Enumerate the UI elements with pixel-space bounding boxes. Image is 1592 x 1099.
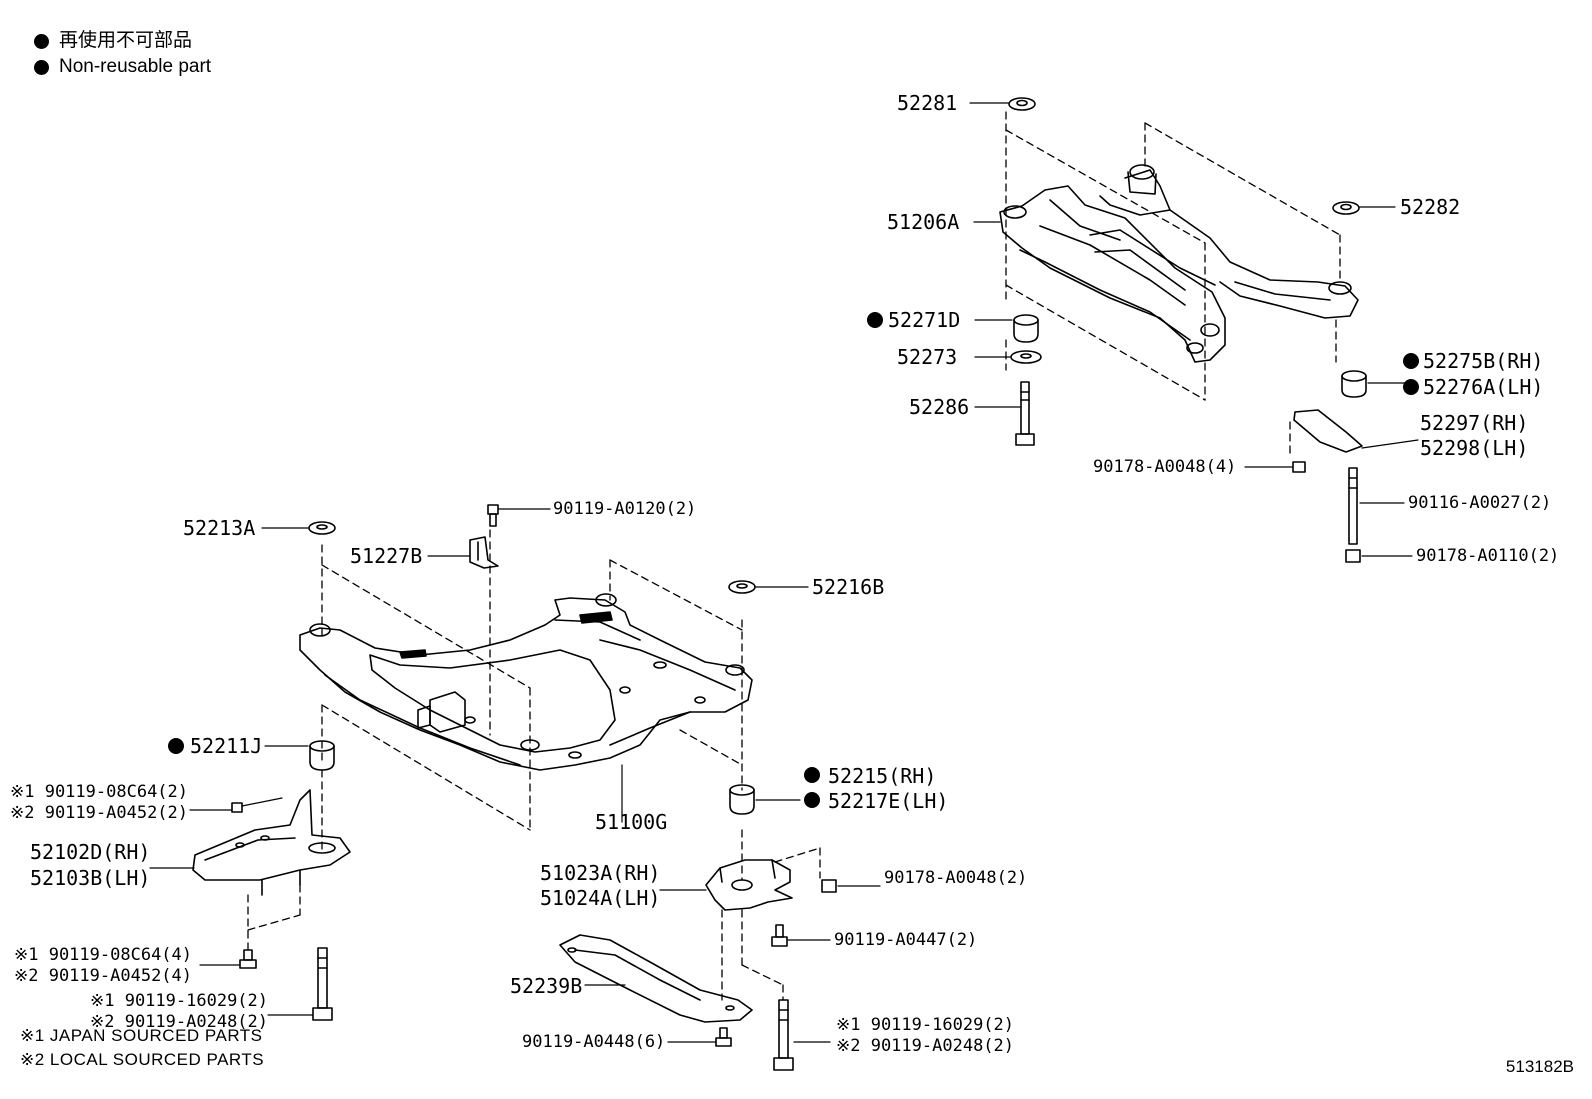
bolt-90119-08C64-4-icon	[239, 949, 257, 969]
bolt-90119-A0120-icon	[487, 504, 499, 527]
part-label-52297: 52297(RH)	[1420, 411, 1528, 435]
non-reusable-dot-icon	[804, 767, 820, 783]
part-label-90119-A0248-left: ※2 90119-A0248(2)	[90, 1012, 268, 1032]
non-reusable-dot-icon	[1403, 353, 1419, 369]
stud-90116-icon	[1348, 467, 1358, 545]
part-label-52276A: 52276A(LH)	[1423, 375, 1543, 399]
bracket-51227B-icon	[469, 536, 499, 569]
cushion-52271D-icon	[1013, 314, 1039, 343]
washer-52281-icon	[1008, 97, 1036, 111]
part-label-51024A: 51024A(LH)	[540, 886, 660, 910]
part-label-51206A: 51206A	[887, 210, 959, 234]
legend-row-english: Non-reusable part	[34, 54, 211, 80]
diagram-reference-code: 513182B	[1505, 1057, 1574, 1076]
bolt-90119-08C64-icon	[231, 802, 243, 813]
part-label-90119-A0452-2: ※2 90119-A0452(2)	[10, 803, 188, 823]
part-label-52273: 52273	[897, 345, 957, 369]
cushion-52211J-icon	[309, 740, 335, 771]
part-label-90178-A0048-2: 90178-A0048(2)	[884, 868, 1027, 888]
bolt-90119-16029-right-icon	[773, 999, 794, 1071]
bolt-90119-A0448-icon	[715, 1027, 732, 1047]
footnote-local-sourced: ※2 LOCAL SOURCED PARTS	[20, 1050, 265, 1069]
washer-52213A-icon	[308, 521, 336, 535]
part-label-90119-A0448: 90119-A0448(6)	[522, 1032, 665, 1052]
washer-52282-icon	[1332, 201, 1360, 215]
bolt-90119-A0447-icon	[771, 924, 788, 947]
nut-90178-A0048-icon	[1292, 461, 1306, 473]
part-label-51023A: 51023A(RH)	[540, 861, 660, 885]
rear-crossmember-51206A	[999, 111, 1359, 456]
part-label-52282: 52282	[1400, 195, 1460, 219]
front-crossmember-51100G	[299, 529, 753, 881]
cushion-52275B-icon	[1341, 370, 1367, 398]
part-label-52217E: 52217E(LH)	[828, 789, 948, 813]
non-reusable-dot-icon	[168, 738, 184, 754]
cushion-52215-icon	[729, 784, 755, 815]
footnote-japan-sourced: ※1 JAPAN SOURCED PARTS	[20, 1026, 263, 1045]
part-label-90119-08C64-2: ※1 90119-08C64(2)	[10, 782, 188, 802]
part-label-90116-A0027: 90116-A0027(2)	[1408, 493, 1551, 513]
part-label-51100G: 51100G	[595, 810, 667, 834]
part-label-52102D: 52102D(RH)	[30, 840, 150, 864]
part-label-51227B: 51227B	[350, 544, 422, 568]
part-label-52103B: 52103B(LH)	[30, 866, 150, 890]
part-label-52281: 52281	[897, 91, 957, 115]
part-label-52215: 52215(RH)	[828, 764, 936, 788]
part-label-52211J: 52211J	[190, 734, 262, 758]
part-label-90178-A0048-4: 90178-A0048(4)	[1093, 457, 1236, 477]
bolt-90119-16029-left-icon	[312, 947, 333, 1021]
part-label-90119-A0447: 90119-A0447(2)	[834, 930, 977, 950]
part-label-90119-16029-left: ※1 90119-16029(2)	[90, 991, 268, 1011]
footnotes: ※1 JAPAN SOURCED PARTS ※2 LOCAL SOURCED …	[20, 1024, 264, 1072]
legend-english-text: Non-reusable part	[59, 56, 212, 77]
part-label-90119-16029-right: ※1 90119-16029(2)	[836, 1015, 1014, 1035]
mount-bracket-52102D-icon	[192, 789, 351, 896]
part-label-52216B: 52216B	[812, 575, 884, 599]
part-label-90178-A0110: 90178-A0110(2)	[1416, 546, 1559, 566]
non-reusable-dot-icon	[804, 792, 820, 808]
part-label-52271D: 52271D	[888, 308, 960, 332]
legend: 再使用不可部品 Non-reusable part	[34, 28, 211, 80]
non-reusable-dot-icon	[867, 312, 883, 328]
non-reusable-dot-icon	[1403, 379, 1419, 395]
part-label-90119-A0452-4: ※2 90119-A0452(4)	[14, 966, 192, 986]
non-reusable-dot-icon	[34, 59, 49, 75]
non-reusable-markers	[168, 312, 1419, 808]
stopper-plate-52297-icon	[1293, 409, 1363, 453]
part-label-90119-A0120: 90119-A0120(2)	[553, 499, 696, 519]
brace-52239B-icon	[559, 934, 753, 1023]
legend-row-japanese: 再使用不可部品	[34, 28, 211, 54]
nut-90178-A0110-icon	[1345, 549, 1361, 563]
part-label-90119-A0248-right: ※2 90119-A0248(2)	[836, 1036, 1014, 1056]
bolt-52286-icon	[1015, 381, 1035, 446]
part-label-52286: 52286	[909, 395, 969, 419]
part-label-52275B: 52275B(RH)	[1423, 349, 1543, 373]
part-label-52213A: 52213A	[183, 516, 255, 540]
part-label-52298: 52298(LH)	[1420, 436, 1528, 460]
support-bracket-51023A-icon	[705, 859, 793, 911]
non-reusable-dot-icon	[34, 33, 49, 49]
washer-52216B-icon	[728, 580, 756, 594]
part-label-52239B: 52239B	[510, 974, 582, 998]
washer-52273-icon	[1010, 350, 1042, 364]
part-label-90119-08C64-4: ※1 90119-08C64(4)	[14, 945, 192, 965]
nut-90178-A0048-2-icon	[821, 879, 837, 893]
legend-japanese-text: 再使用不可部品	[59, 30, 193, 51]
